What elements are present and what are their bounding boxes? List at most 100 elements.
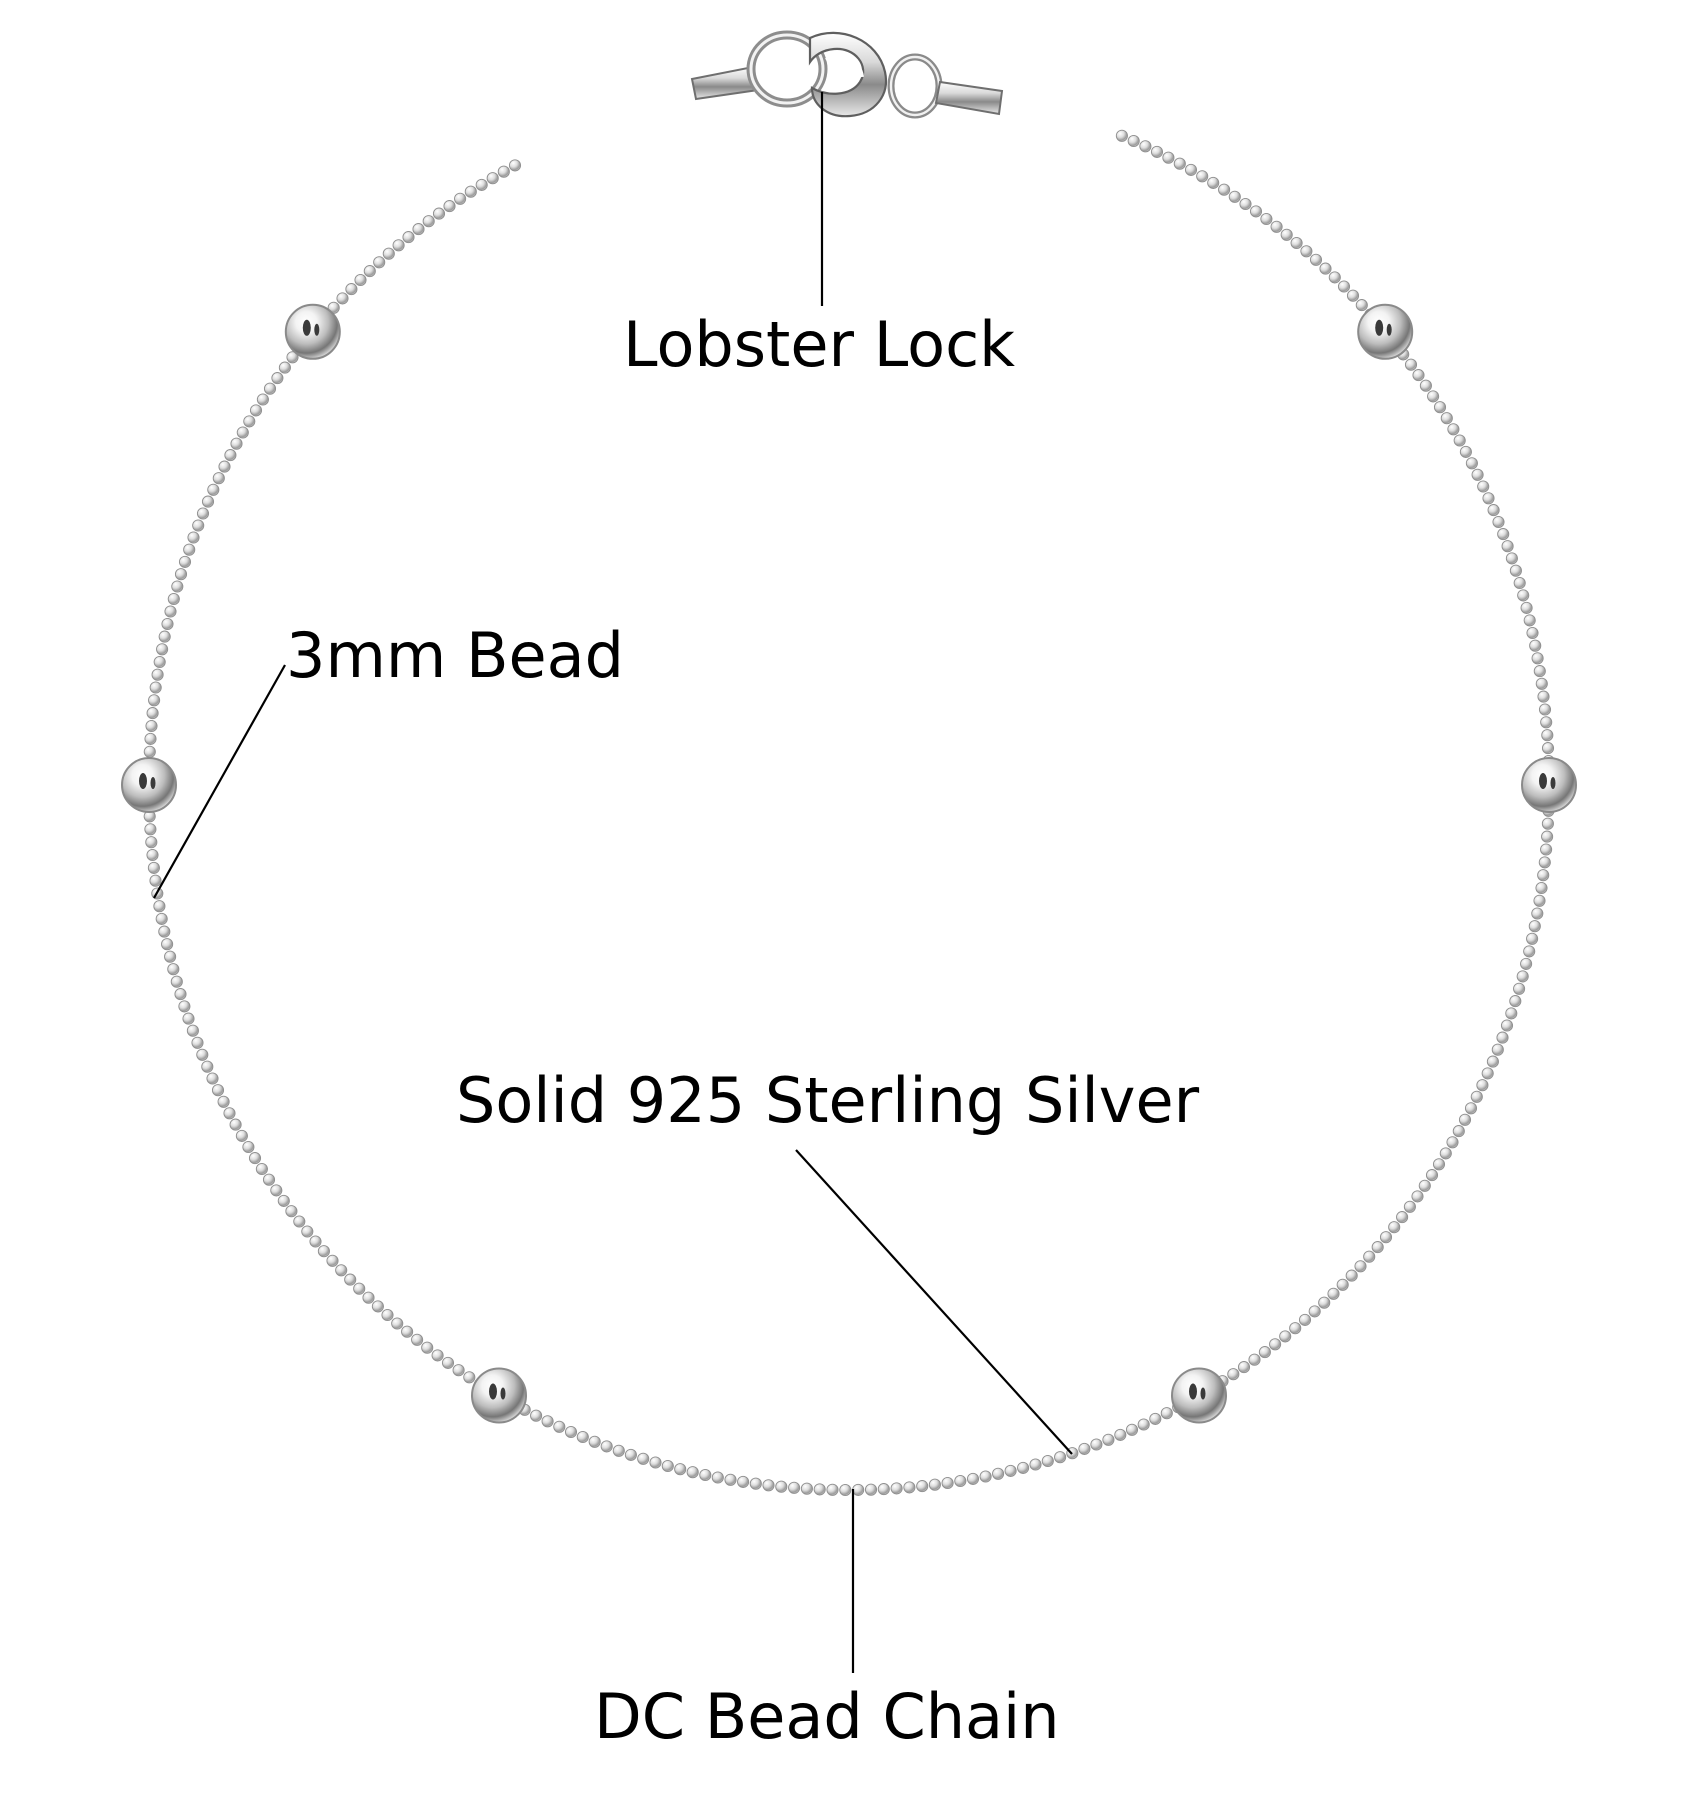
leader-line-silver bbox=[795, 1149, 1073, 1455]
chain-bead bbox=[171, 580, 184, 593]
chain-bead bbox=[1327, 1287, 1340, 1300]
chain-bead bbox=[1114, 1428, 1127, 1441]
chain-bead bbox=[149, 874, 162, 887]
chain-bead bbox=[1459, 445, 1472, 458]
chain-bead bbox=[600, 1440, 613, 1453]
chain-bead bbox=[813, 1483, 826, 1496]
chain-bead bbox=[1248, 1353, 1261, 1366]
chain-bead bbox=[286, 351, 299, 364]
chain-bead bbox=[1458, 1113, 1472, 1126]
chain-bead bbox=[979, 1470, 992, 1483]
chain-bead bbox=[153, 900, 166, 913]
chain-bead bbox=[1354, 1260, 1367, 1273]
large-bead-highlight bbox=[1539, 773, 1547, 789]
chain-bead bbox=[661, 1459, 674, 1473]
chain-label: DC Bead Chain bbox=[594, 1680, 1060, 1753]
large-bead-sphere bbox=[284, 303, 341, 360]
chain-bead bbox=[1541, 817, 1554, 830]
chain-bead bbox=[1540, 843, 1553, 856]
chain-bead bbox=[224, 449, 237, 462]
chain-bead bbox=[1318, 1296, 1331, 1309]
chain-bead bbox=[147, 861, 160, 874]
chain-bead bbox=[412, 223, 425, 236]
chain-bead bbox=[1535, 881, 1548, 895]
chain-bead bbox=[223, 1107, 236, 1120]
chain-bead bbox=[1541, 729, 1554, 742]
chain-bead bbox=[588, 1435, 601, 1448]
chain-bead bbox=[1196, 170, 1209, 183]
chain-bead bbox=[263, 382, 277, 395]
chain-bead bbox=[826, 1483, 839, 1496]
chain-bead bbox=[839, 1483, 852, 1497]
chain-bead bbox=[1269, 1338, 1282, 1351]
chain-bead bbox=[686, 1466, 699, 1479]
chain-bead bbox=[201, 1060, 214, 1073]
chain-bead bbox=[1090, 1438, 1103, 1451]
chain-bead bbox=[1505, 552, 1518, 565]
chain-bead bbox=[1440, 412, 1453, 425]
chain-bead bbox=[1309, 253, 1323, 266]
chain-bead bbox=[1363, 1250, 1376, 1263]
chain-bead bbox=[158, 925, 171, 938]
chain-bead bbox=[363, 265, 376, 278]
large-bead-reflection bbox=[1550, 777, 1556, 789]
chain-bead bbox=[1270, 220, 1283, 233]
chain-bead bbox=[541, 1415, 554, 1428]
chain-bead bbox=[170, 975, 183, 988]
chain-bead bbox=[1537, 869, 1550, 882]
chain-bead bbox=[161, 617, 174, 631]
chain-bead bbox=[724, 1473, 737, 1486]
chain-bead bbox=[1162, 151, 1175, 164]
chain-bead bbox=[262, 1173, 276, 1186]
chain-bead bbox=[167, 963, 180, 976]
chain-bead bbox=[1531, 652, 1544, 665]
lobster-clasp-icon bbox=[690, 30, 1004, 119]
chain-bead bbox=[1432, 1158, 1446, 1171]
chain-bead bbox=[402, 231, 415, 244]
chain-bead bbox=[1379, 1231, 1393, 1244]
chain-bead bbox=[143, 745, 156, 758]
chain-bead bbox=[1149, 1412, 1162, 1425]
chain-bead bbox=[1139, 140, 1152, 153]
chain-bead bbox=[211, 1084, 225, 1097]
chain-bead bbox=[155, 912, 168, 925]
large-bead bbox=[1521, 757, 1577, 813]
large-bead-reflection bbox=[150, 777, 156, 789]
chain-bead bbox=[149, 681, 162, 694]
chain-bead bbox=[187, 531, 200, 544]
chain-bead bbox=[1513, 576, 1526, 590]
chain-bead bbox=[890, 1482, 903, 1495]
chain-bead bbox=[230, 437, 243, 450]
chain-bead bbox=[1433, 401, 1447, 414]
chain-bead bbox=[711, 1471, 724, 1484]
chain-bead bbox=[382, 247, 395, 260]
chain-bead bbox=[1239, 197, 1252, 211]
chain-bead bbox=[270, 1184, 283, 1197]
large-bead-reflection bbox=[314, 323, 320, 336]
large-bead bbox=[284, 303, 341, 360]
large-bead-sphere bbox=[1521, 757, 1577, 813]
chain-bead bbox=[1137, 1418, 1150, 1431]
chain-bead bbox=[762, 1479, 775, 1492]
chain-bead bbox=[1471, 468, 1484, 481]
chain-bead bbox=[1184, 163, 1198, 176]
large-bead-reflection bbox=[500, 1387, 506, 1400]
chain-bead bbox=[183, 543, 196, 556]
chain-bead bbox=[432, 207, 446, 220]
clasp-right-end-cap bbox=[934, 80, 1004, 116]
chain-bead bbox=[421, 1341, 434, 1354]
chain-bead bbox=[1497, 528, 1510, 541]
chain-bead bbox=[916, 1480, 929, 1493]
chain-bead bbox=[1228, 190, 1241, 203]
chain-bead bbox=[164, 605, 177, 618]
chain-bead bbox=[454, 192, 467, 205]
chain-bead bbox=[1509, 995, 1522, 1008]
large-bead-highlight bbox=[489, 1383, 497, 1400]
chain-bead bbox=[317, 1245, 330, 1258]
chain-bead bbox=[362, 1291, 375, 1304]
chain-bead bbox=[1173, 157, 1186, 170]
chain-bead bbox=[353, 1282, 366, 1295]
chain-bead bbox=[1300, 245, 1313, 258]
chain-bead bbox=[612, 1444, 625, 1457]
chain-bead bbox=[749, 1477, 762, 1490]
